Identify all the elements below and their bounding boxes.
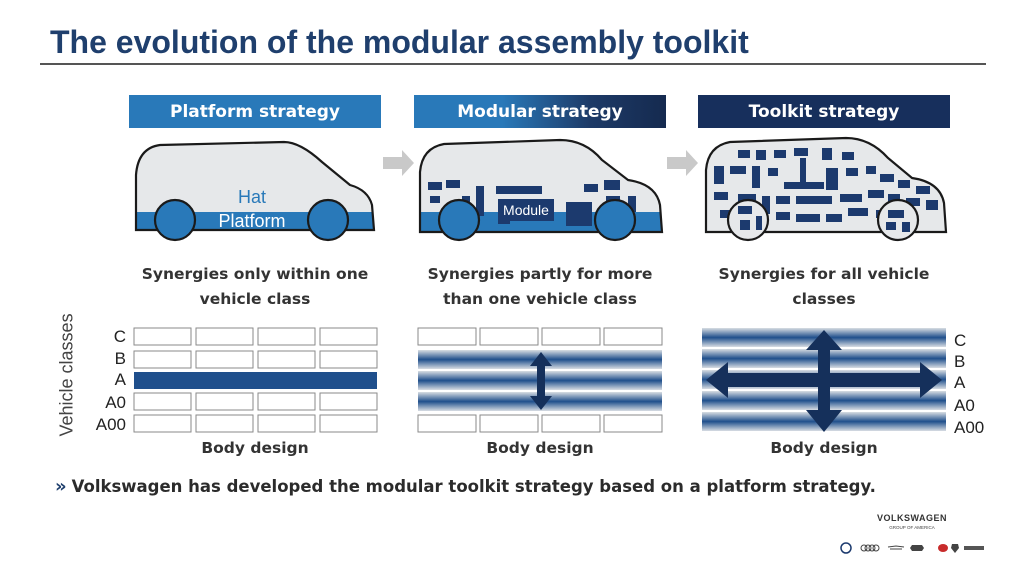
title-divider — [40, 63, 986, 65]
class-label-a: A — [954, 373, 966, 392]
platform-strategy-header: Platform strategy — [129, 95, 381, 128]
platform-class-a-band — [134, 372, 377, 389]
toolkit-car-illustration — [704, 136, 948, 242]
class-label-c: C — [113, 327, 126, 346]
progress-arrow-icon — [667, 150, 698, 176]
volkswagen-subtitle: GROUP OF AMERICA — [889, 525, 935, 530]
body-design-label: Body design — [201, 439, 309, 457]
platform-car-illustration — [134, 140, 376, 242]
body-design-label: Body design — [770, 439, 878, 457]
class-label-a00: A00 — [954, 418, 985, 437]
vehicle-classes-label: Vehicle classes — [56, 313, 77, 437]
brand-logos — [840, 542, 984, 554]
conclusion-statement: » Volkswagen has developed the modular t… — [55, 476, 876, 497]
vertical-double-arrow-icon — [530, 352, 552, 410]
conclusion-text: Volkswagen has developed the modular too… — [71, 477, 876, 496]
double-chevron-icon: » — [55, 476, 67, 497]
modular-class-grid — [417, 327, 663, 433]
modular-car-illustration — [418, 138, 664, 242]
platform-label: Platform — [218, 211, 286, 231]
body-design-label: Body design — [486, 439, 594, 457]
modular-strategy-header: Modular strategy — [414, 95, 666, 128]
class-label-a0: A0 — [105, 393, 126, 412]
toolkit-strategy-header: Toolkit strategy — [698, 95, 950, 128]
class-label-b: B — [114, 349, 126, 368]
progress-arrow-icon — [383, 150, 414, 176]
platform-class-grid — [133, 327, 378, 433]
page-title: The evolution of the modular assembly to… — [50, 24, 749, 60]
class-label-b: B — [954, 352, 966, 371]
class-label-a00: A00 — [95, 415, 126, 434]
class-label-c: C — [954, 331, 967, 350]
class-label-a: A — [114, 370, 126, 389]
class-label-a0: A0 — [954, 396, 975, 415]
module-label: Module — [503, 202, 549, 218]
hat-label: Hat — [237, 187, 266, 207]
cross-arrow-icon — [706, 330, 942, 432]
volkswagen-logo-text: VOLKSWAGEN — [876, 513, 947, 523]
